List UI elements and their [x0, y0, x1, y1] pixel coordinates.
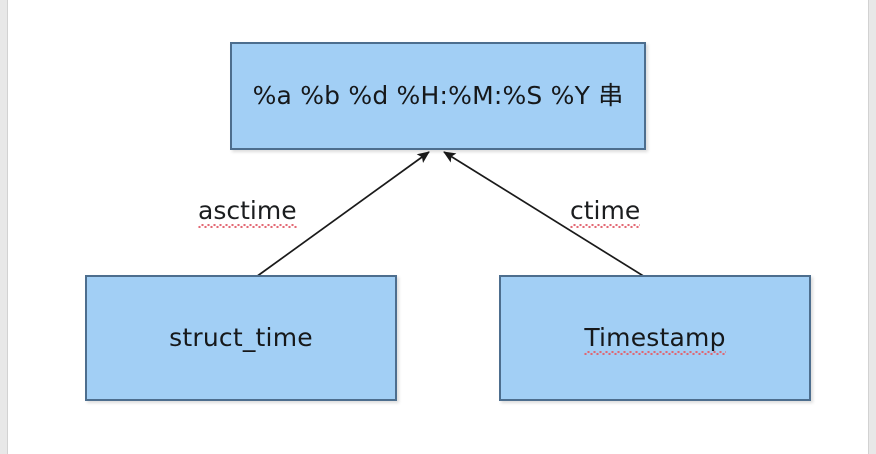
edge-label-asctime-text: asctime [198, 196, 297, 228]
node-timestamp[interactable]: Timestamp [499, 275, 811, 401]
page-gutter-right [868, 0, 876, 454]
node-format-string[interactable]: %a %b %d %H:%M:%S %Y 串 [230, 42, 646, 150]
edge-label-asctime: asctime [198, 196, 297, 228]
node-struct-time[interactable]: struct_time [85, 275, 397, 401]
node-struct-time-label: struct_time [169, 323, 313, 353]
node-timestamp-label: Timestamp [584, 323, 727, 355]
edge-label-ctime-text: ctime [570, 196, 641, 228]
node-format-string-label: %a %b %d %H:%M:%S %Y 串 [252, 81, 624, 111]
page-gutter-left [0, 0, 8, 454]
edge-label-ctime: ctime [570, 196, 641, 228]
